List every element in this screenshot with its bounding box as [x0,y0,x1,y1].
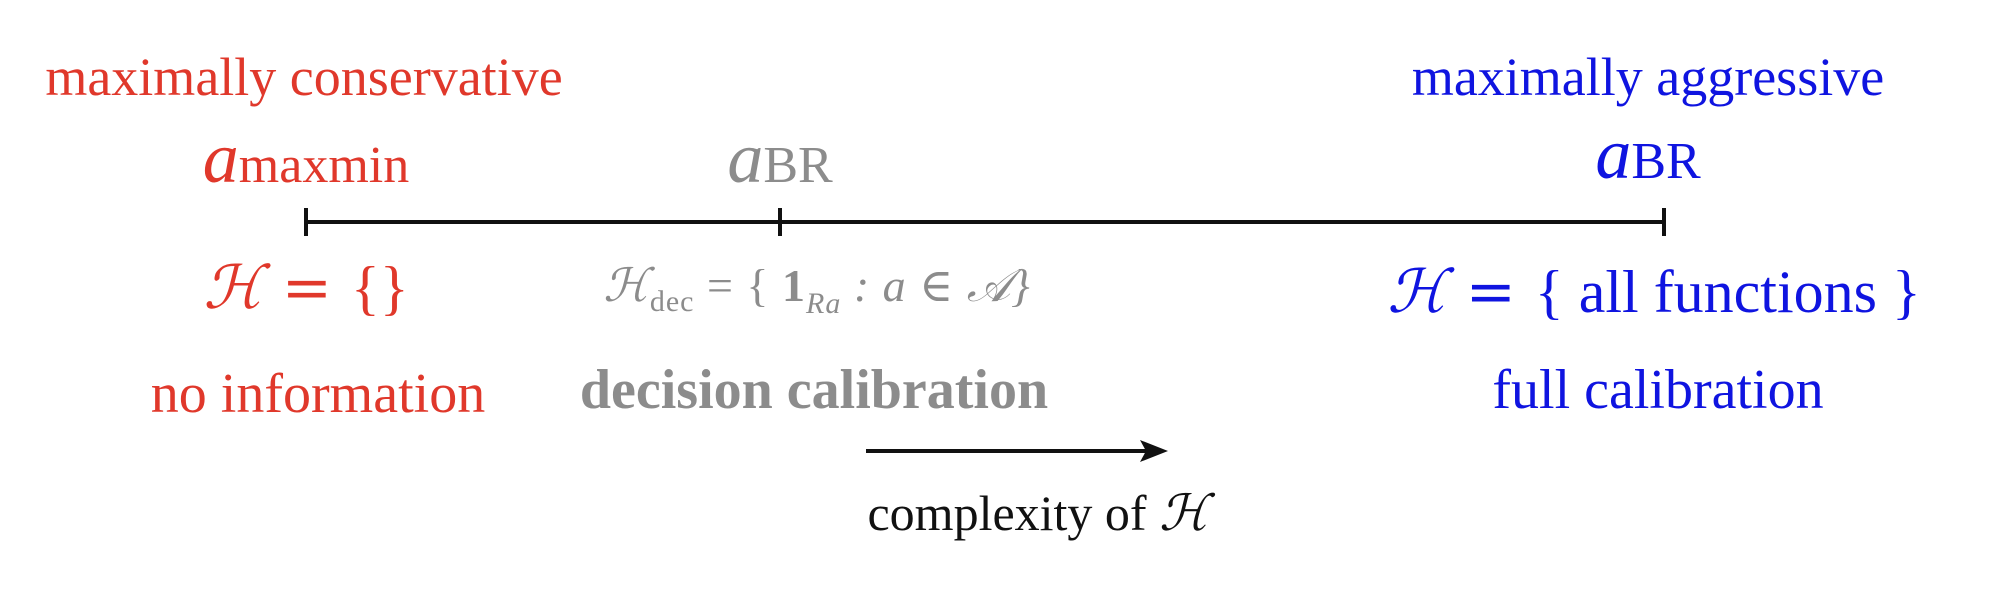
middle-set-indicator-subscript: Ra [806,287,842,320]
right-heading: maximally aggressive [1411,47,1885,107]
left-set-value: {} [351,255,409,321]
middle-caption: decision calibration [579,359,1049,421]
right-action-symbol: a [1595,114,1632,194]
left-set-prefix: ℋ = [203,253,352,323]
middle-action-symbol: a [727,118,764,198]
middle-action-label: aBR [727,122,832,194]
complexity-label-text: complexity of [867,485,1160,541]
middle-set-H: ℋ [603,258,650,312]
left-action-label: amaxmin [203,122,409,194]
left-heading: maximally conservative [45,47,563,107]
middle-set-indicator: 1 [782,260,807,311]
right-set-value: { all functions } [1534,259,1921,325]
middle-set-eq: = { [694,260,783,311]
right-set-prefix: ℋ = [1387,257,1535,327]
complexity-label-symbol: ℋ [1159,484,1209,542]
right-caption: full calibration [1492,359,1824,421]
right-action-label: aBR [1595,118,1700,190]
left-action-subscript: maxmin [238,137,410,194]
complexity-label: complexity of ℋ [867,488,1208,538]
middle-hypothesis-set: ℋdec = { 1Ra : a ∈ 𝒜} [603,262,1030,319]
left-action-symbol: a [202,118,239,198]
middle-set-H-subscript: dec [649,285,695,318]
left-hypothesis-set: ℋ = {} [203,258,408,318]
middle-action-subscript: BR [763,137,833,194]
right-action-subscript: BR [1631,133,1701,190]
left-caption: no information [150,363,486,425]
complexity-arrow-head [1140,440,1168,462]
right-hypothesis-set: ℋ = { all functions } [1387,262,1921,322]
middle-set-rest: : a ∈ 𝒜} [841,260,1031,311]
